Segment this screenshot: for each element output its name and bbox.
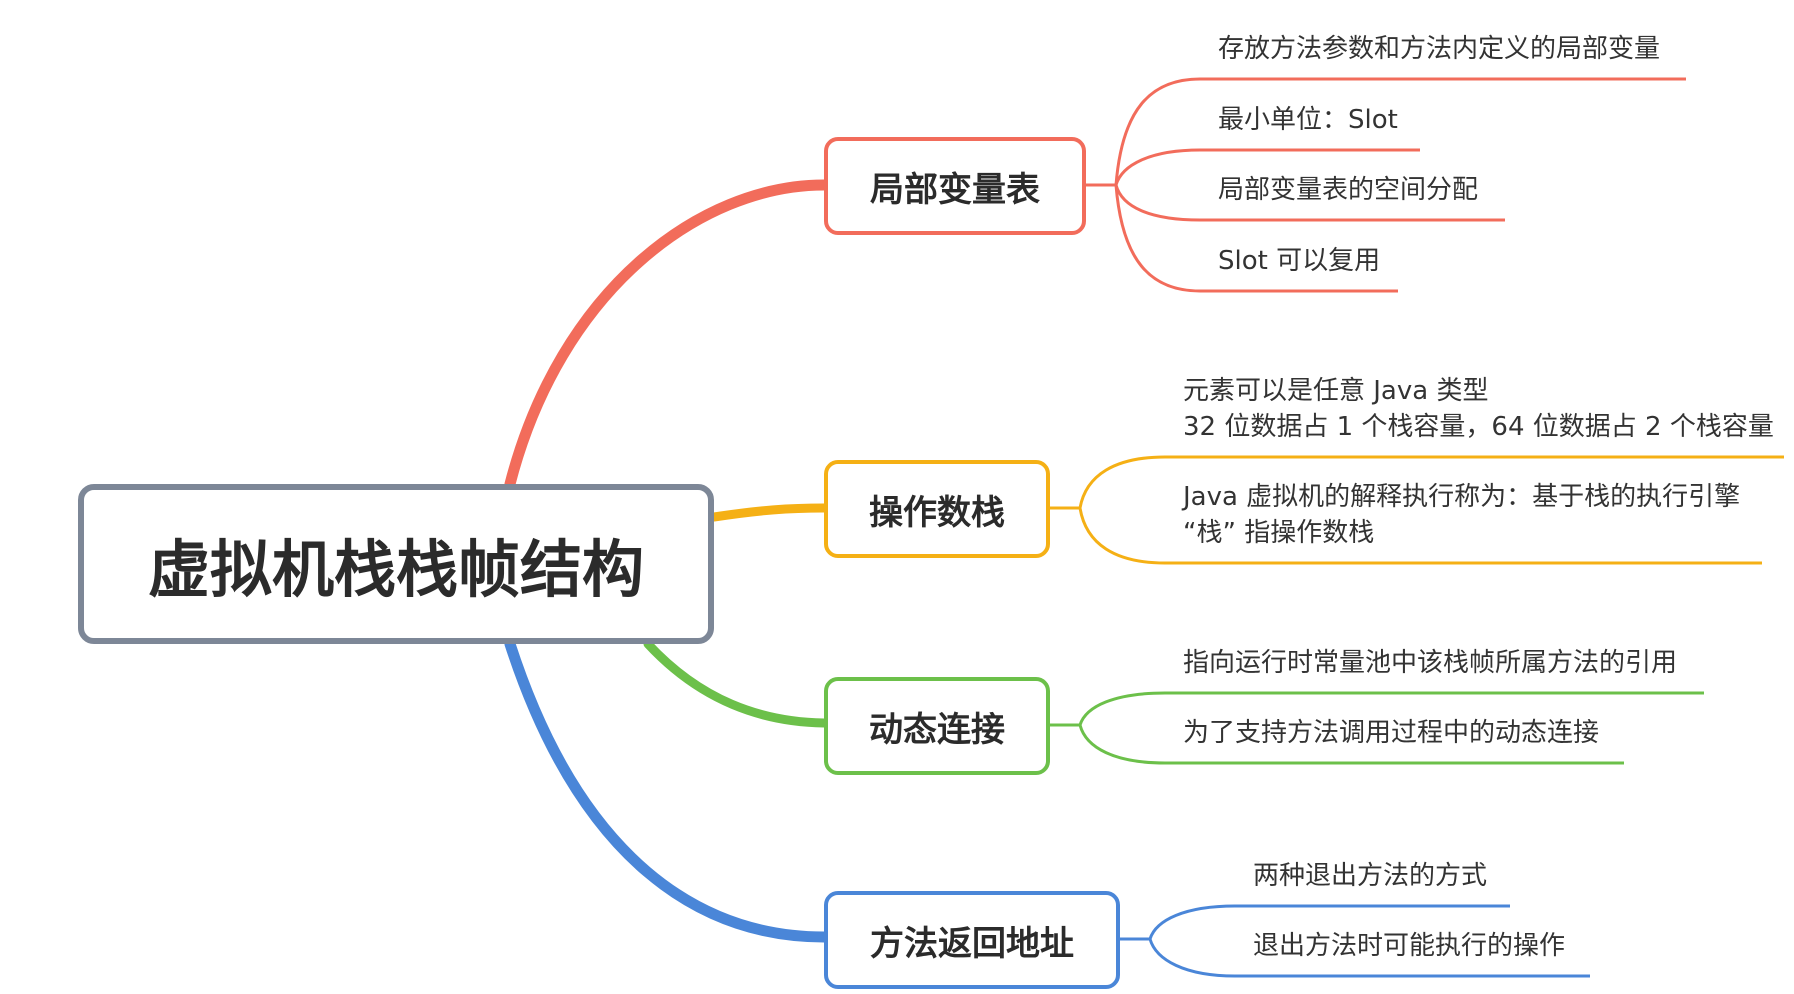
root-to-branch-connector bbox=[643, 639, 829, 728]
leaf-connector bbox=[1078, 507, 1762, 565]
leaf-line: Slot 可以复用 bbox=[1218, 246, 1381, 276]
leaf-connector bbox=[1078, 724, 1624, 765]
leaf-topic[interactable]: 存放方法参数和方法内定义的局部变量 bbox=[1218, 31, 1660, 67]
leaf-line: 存放方法参数和方法内定义的局部变量 bbox=[1218, 34, 1661, 64]
topic-operand-stack[interactable]: 操作数栈 bbox=[824, 460, 1050, 558]
leaf-line: 最小单位：Slot bbox=[1218, 105, 1398, 135]
leaf-connector bbox=[1114, 148, 1420, 186]
leaf-line: “栈” 指操作数栈 bbox=[1183, 518, 1375, 548]
leaf-connector bbox=[1078, 691, 1704, 726]
leaf-line: 指向运行时常量池中该栈帧所属方法的引用 bbox=[1183, 648, 1678, 678]
root-to-branch-connector bbox=[504, 179, 830, 490]
leaf-line: 两种退出方法的方式 bbox=[1253, 861, 1488, 891]
leaf-connector bbox=[1114, 184, 1505, 222]
leaf-topic[interactable]: 为了支持方法调用过程中的动态连接 bbox=[1183, 715, 1599, 751]
leaf-topic[interactable]: 最小单位：Slot bbox=[1218, 102, 1398, 138]
leaf-line: 局部变量表的空间分配 bbox=[1218, 175, 1479, 205]
topic-return-address[interactable]: 方法返回地址 bbox=[824, 891, 1120, 989]
leaf-connector bbox=[1078, 455, 1784, 509]
root-to-branch-connector bbox=[709, 503, 829, 522]
topic-local-variable-table[interactable]: 局部变量表 bbox=[824, 137, 1086, 235]
leaf-connector bbox=[1114, 184, 1398, 293]
leaf-connector bbox=[1114, 77, 1686, 186]
leaf-topic[interactable]: 元素可以是任意 Java 类型 32 位数据占 1 个栈容量，64 位数据占 2… bbox=[1183, 373, 1774, 445]
topic-dynamic-linking[interactable]: 动态连接 bbox=[824, 677, 1050, 775]
leaf-line: 退出方法时可能执行的操作 bbox=[1253, 931, 1566, 961]
leaf-connector bbox=[1148, 904, 1510, 940]
leaf-line: Java 虚拟机的解释执行称为：基于栈的执行引擎 bbox=[1183, 482, 1741, 512]
leaf-topic[interactable]: 退出方法时可能执行的操作 bbox=[1253, 928, 1565, 964]
root-to-branch-connector bbox=[504, 638, 830, 943]
leaf-topic[interactable]: 两种退出方法的方式 bbox=[1253, 858, 1487, 894]
leaf-topic[interactable]: 局部变量表的空间分配 bbox=[1218, 172, 1478, 208]
leaf-line: 元素可以是任意 Java 类型 bbox=[1183, 376, 1489, 406]
leaf-connector bbox=[1148, 938, 1590, 978]
leaf-line: 为了支持方法调用过程中的动态连接 bbox=[1183, 718, 1600, 748]
leaf-line: 32 位数据占 1 个栈容量，64 位数据占 2 个栈容量 bbox=[1183, 412, 1774, 442]
leaf-topic[interactable]: Slot 可以复用 bbox=[1218, 243, 1380, 279]
leaf-topic[interactable]: 指向运行时常量池中该栈帧所属方法的引用 bbox=[1183, 645, 1677, 681]
leaf-topic[interactable]: Java 虚拟机的解释执行称为：基于栈的执行引擎 “栈” 指操作数栈 bbox=[1183, 479, 1740, 551]
root-topic[interactable]: 虚拟机栈栈帧结构 bbox=[78, 484, 714, 644]
